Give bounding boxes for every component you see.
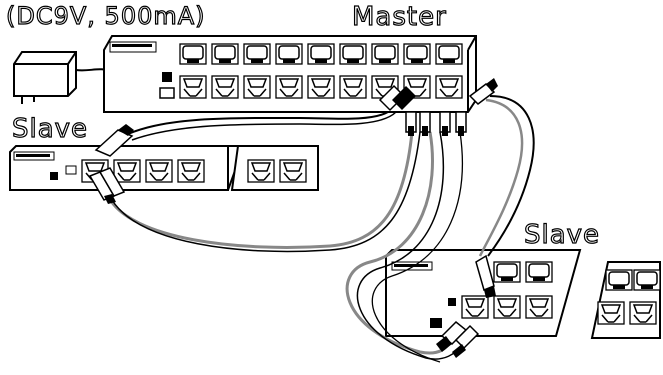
left-slave-switch [10, 146, 318, 190]
master-switch [104, 36, 476, 112]
slave-left-label: Slave [12, 116, 88, 142]
master-label: Master [352, 4, 447, 30]
power-label: (DC9V, 500mA) [6, 4, 206, 28]
right-slave-switch [386, 250, 660, 338]
slave-right-label: Slave [524, 222, 600, 248]
